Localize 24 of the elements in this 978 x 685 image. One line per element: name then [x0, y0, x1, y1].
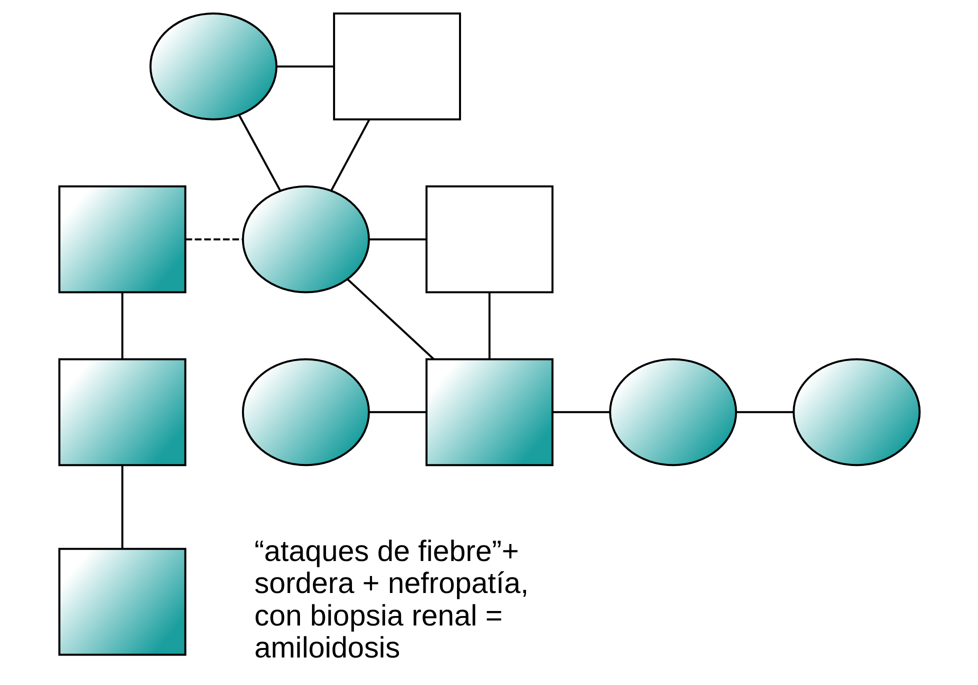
node-circle — [241, 358, 370, 466]
node-box — [58, 358, 186, 466]
node-box — [58, 548, 186, 656]
node-box — [58, 185, 186, 294]
connector — [552, 411, 610, 414]
label: “ataques de fiebre”+ sordera + nefropatía, con biopsia renal = amiloidosis — [254, 535, 528, 665]
connector — [346, 278, 434, 360]
connector — [368, 238, 426, 240]
node-circle — [608, 358, 737, 466]
node-circle — [148, 12, 277, 120]
connector — [330, 119, 370, 191]
node-box — [332, 12, 461, 120]
node-box — [425, 358, 553, 466]
connector — [238, 114, 281, 192]
node-box — [425, 185, 553, 294]
connector — [120, 466, 123, 549]
node-circle — [792, 358, 920, 466]
connector — [184, 238, 242, 240]
connector — [488, 292, 490, 360]
connector — [368, 411, 426, 414]
connector — [120, 292, 123, 360]
connector — [736, 411, 794, 414]
node-circle — [241, 185, 370, 294]
connector — [276, 65, 334, 68]
